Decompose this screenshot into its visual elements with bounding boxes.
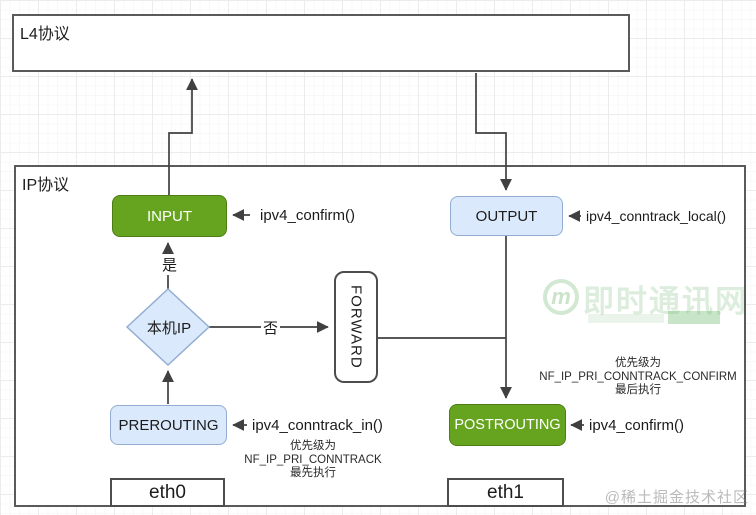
node-eth0: eth0 <box>110 478 225 507</box>
l4-protocol-label: L4协议 <box>20 26 70 43</box>
postrouting-priority-line1: 优先级为 <box>615 357 661 369</box>
postrouting-priority-line3: 最后执行 <box>615 384 661 396</box>
node-eth1-label: eth1 <box>487 481 524 503</box>
node-forward-label: FORWARD <box>347 285 365 369</box>
l4-protocol-container: L4协议 <box>12 14 630 72</box>
prerouting-priority-line1: 优先级为 <box>290 440 336 452</box>
node-eth0-label: eth0 <box>149 481 186 503</box>
site-watermark-highlight-decoration <box>668 311 720 324</box>
credit-watermark: @稀土掘金技术社区 <box>604 489 749 506</box>
prerouting-priority-line2: NF_IP_PRI_CONNTRACK <box>244 453 382 466</box>
postrouting-hook-annotation: ipv4_confirm() <box>589 417 685 434</box>
node-output-label: OUTPUT <box>475 207 538 225</box>
site-watermark-tagline-decoration <box>588 314 664 323</box>
postrouting-priority-line2: NF_IP_PRI_CONNTRACK_CONFIRM <box>539 370 737 383</box>
node-prerouting-label: PREROUTING <box>118 416 219 434</box>
node-forward: FORWARD <box>334 271 378 383</box>
node-postrouting-label: POSTROUTING <box>454 417 561 433</box>
site-watermark-name: 即时通讯网 <box>583 284 748 319</box>
node-input: INPUT <box>112 195 227 237</box>
prerouting-priority-note: 优先级为 NF_IP_PRI_CONNTRACK 最先执行 <box>240 440 386 481</box>
edge-label-yes: 是 <box>160 254 180 275</box>
node-eth1: eth1 <box>447 478 564 507</box>
postrouting-priority-note: 优先级为 NF_IP_PRI_CONNTRACK_CONFIRM 最后执行 <box>520 357 756 398</box>
output-hook-annotation: ipv4_conntrack_local() <box>586 208 727 224</box>
input-hook-annotation: ipv4_confirm() <box>260 207 356 224</box>
ip-protocol-label: IP协议 <box>22 177 70 194</box>
node-postrouting: POSTROUTING <box>449 404 566 446</box>
node-output: OUTPUT <box>450 196 563 236</box>
site-watermark-logo-icon: m <box>543 279 579 315</box>
local-ip-decision-label: 本机IP <box>146 320 192 337</box>
prerouting-hook-annotation: ipv4_conntrack_in() <box>252 417 383 434</box>
site-watermark: m 即时通讯网 <box>543 276 748 321</box>
edge-label-no: 否 <box>261 317 281 338</box>
prerouting-priority-line3: 最先执行 <box>290 467 336 479</box>
node-input-label: INPUT <box>147 207 192 225</box>
node-prerouting: PREROUTING <box>110 405 227 445</box>
